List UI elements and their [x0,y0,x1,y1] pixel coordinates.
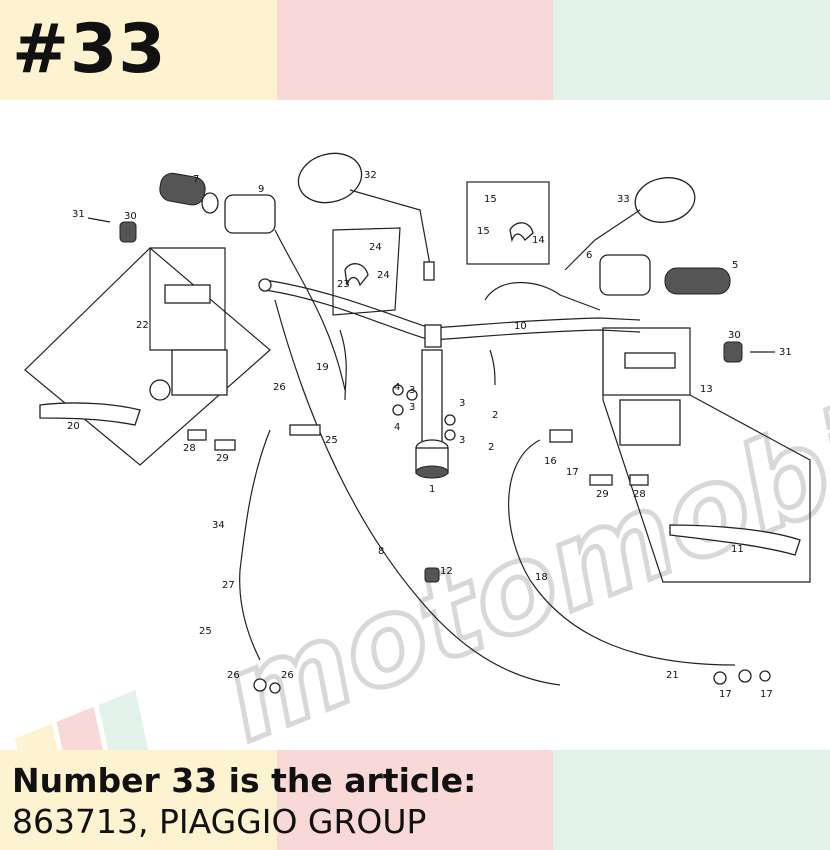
caption-heading: Number 33 is the article: [12,761,477,800]
callout-24: 24 [369,242,382,253]
callout-8: 8 [378,546,384,557]
callout-5: 5 [732,260,738,271]
callout-33: 33 [617,194,630,205]
right-bar-end [723,341,775,363]
right-grip [664,267,731,295]
left-grip [159,172,219,214]
callout-1: 1 [429,484,435,495]
callout-9: 9 [258,184,264,195]
callout-13: 13 [700,384,713,395]
footer-band-mint [553,750,830,850]
callout-3b: 3 [409,402,415,413]
footer-band-pink [277,750,553,850]
callout-7: 7 [193,174,199,185]
callout-24b: 24 [377,270,390,281]
callout-34: 34 [212,520,225,531]
header-band-pink [277,0,553,100]
callout-17b: 17 [719,689,732,700]
callout-15: 15 [484,194,497,205]
cables [239,299,736,686]
callout-30b: 30 [728,330,741,341]
callout-3d: 3 [459,435,465,446]
callout-15b: 15 [477,226,490,237]
item-number-heading: #33 [12,10,167,89]
right-mirror [564,177,696,271]
callout-26: 26 [273,382,286,393]
steering-stem [415,324,449,479]
callout-17: 17 [566,467,579,478]
header-band-mint [553,0,830,100]
callout-14: 14 [532,235,545,246]
left-brake-assembly [24,247,271,466]
callout-25b: 25 [199,626,212,637]
header-band-yellow [0,0,277,100]
caption-article-number: 863713, PIAGGIO GROUP [12,802,427,841]
inset-clamp-box [466,181,550,265]
watermark-logo: motomobila [14,337,830,750]
callout-4b: 4 [394,422,400,433]
callout-26c: 26 [281,670,294,681]
callout-labels: 1 2 2 3 3 3 3 4 4 5 6 7 8 9 10 11 12 13 … [67,170,792,700]
callout-16: 16 [544,456,557,467]
callout-12: 12 [440,566,453,577]
callout-23: 23 [337,279,350,290]
left-bar-end [87,217,137,243]
callout-17c: 17 [760,689,773,700]
right-brake-assembly [602,327,811,583]
callout-30: 30 [124,211,137,222]
callout-11: 11 [731,544,744,555]
callout-4: 4 [394,382,400,393]
small-parts [187,384,771,694]
callout-6: 6 [586,250,592,261]
callout-3c: 3 [459,398,465,409]
footer-band-yellow [0,750,277,850]
callout-2: 2 [492,410,498,421]
parts-diagram: motomobila [14,152,830,750]
callout-26b: 26 [227,670,240,681]
callout-19: 19 [316,362,329,373]
callout-18: 18 [535,572,548,583]
callout-28b: 28 [633,489,646,500]
callout-21: 21 [666,670,679,681]
callout-29: 29 [216,453,229,464]
callout-22: 22 [136,320,149,331]
left-mirror [297,152,435,281]
callout-25: 25 [325,435,338,446]
callout-27: 27 [222,580,235,591]
callout-20: 20 [67,421,80,432]
callout-10: 10 [514,321,527,332]
article-caption: Number 33 is the article: 863713, PIAGGI… [12,760,476,842]
callout-31: 31 [72,209,85,220]
callout-32: 32 [364,170,377,181]
callout-3: 3 [409,385,415,396]
callout-2b: 2 [488,442,494,453]
callout-29b: 29 [596,489,609,500]
right-switch [599,254,651,296]
callout-28: 28 [183,443,196,454]
callout-31b: 31 [779,347,792,358]
inset-clamp-box-left [332,227,401,316]
left-switch [224,194,346,391]
handlebar [258,278,641,341]
